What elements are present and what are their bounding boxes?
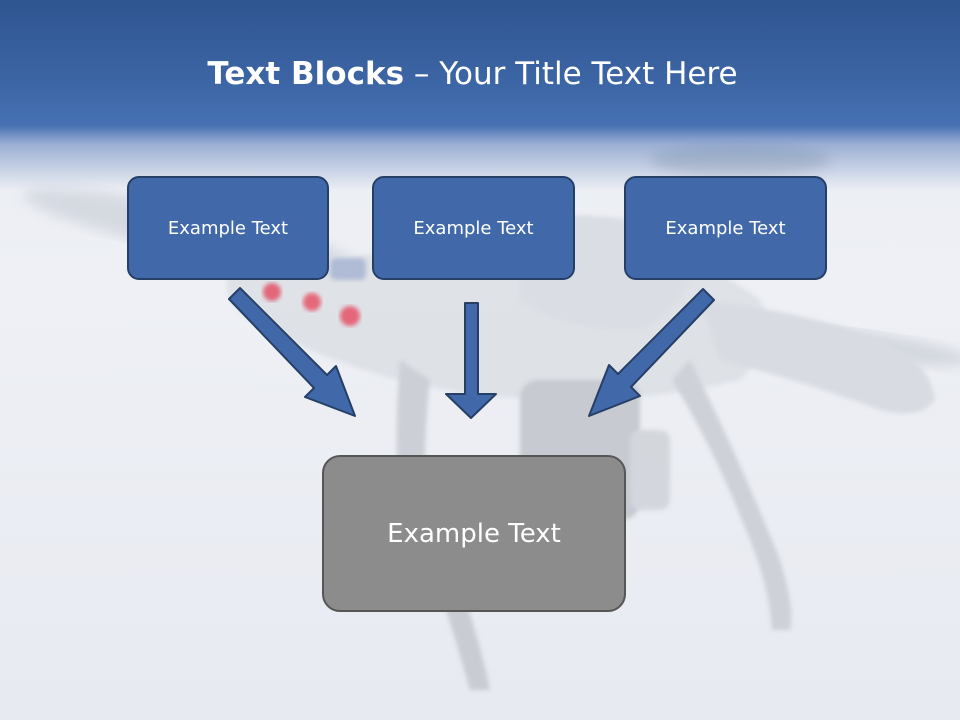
title-banner — [0, 0, 960, 190]
slide-title: Text Blocks – Your Title Text Here — [0, 52, 945, 96]
arrow-center — [445, 302, 497, 419]
title-dash: – — [404, 56, 440, 92]
text-block-1[interactable]: Example Text — [127, 176, 329, 280]
arrow-right — [588, 288, 715, 417]
text-block-2[interactable]: Example Text — [372, 176, 575, 280]
text-block-3-label: Example Text — [665, 217, 786, 239]
target-block[interactable]: Example Text — [322, 455, 626, 612]
title-bold-part: Text Blocks — [207, 56, 405, 92]
title-rest-part: Your Title Text Here — [439, 56, 738, 92]
text-block-3[interactable]: Example Text — [624, 176, 827, 280]
arrow-left — [228, 287, 356, 417]
target-block-label: Example Text — [387, 518, 561, 549]
text-block-2-label: Example Text — [413, 217, 534, 239]
text-block-1-label: Example Text — [167, 217, 289, 239]
